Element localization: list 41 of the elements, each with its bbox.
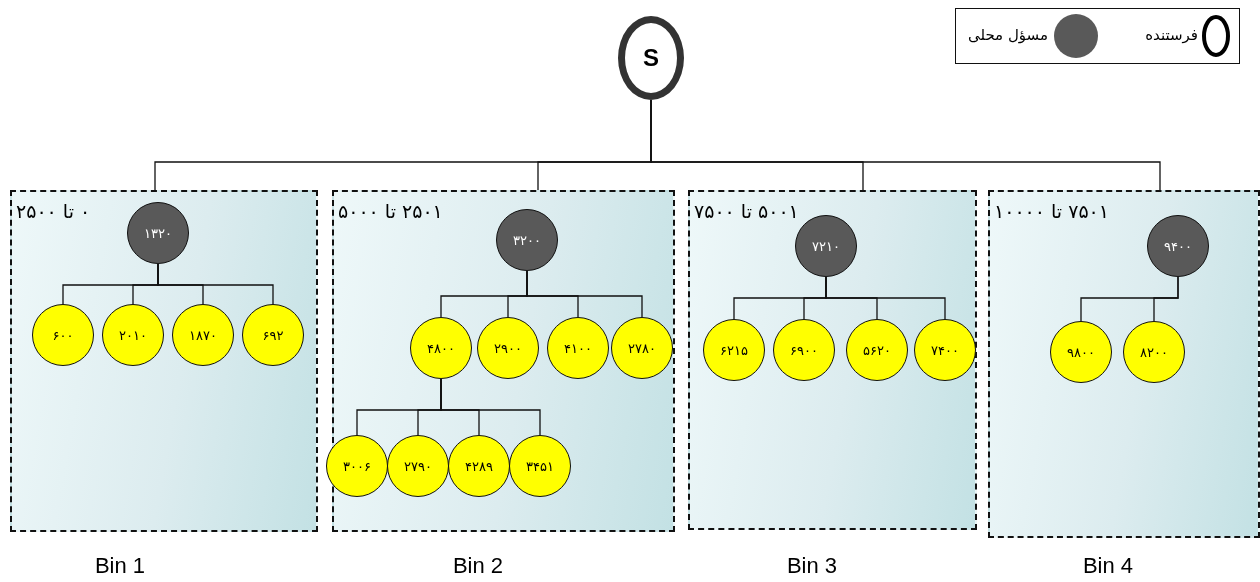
member-circle: ۶۰۰ <box>32 304 94 366</box>
legend-text: فرستنده <box>1145 26 1198 44</box>
local-head-circle: ۱۳۲۰ <box>127 202 189 264</box>
member-circle: ۳۰۰۶ <box>326 435 388 497</box>
bin-box <box>988 190 1260 538</box>
bin-label: Bin 3 <box>786 553 838 579</box>
range-heading: ۷۵۰۱ تا ۱۰۰۰۰ <box>994 200 1109 222</box>
local-head-circle: ۳۲۰۰ <box>496 209 558 271</box>
member-circle: ۵۶۲۰ <box>846 319 908 381</box>
member-circle: ۶۹۰۰ <box>773 319 835 381</box>
range-heading: ۲۵۰۱ تا ۵۰۰۰ <box>338 200 443 222</box>
bin-label: Bin 2 <box>452 553 504 579</box>
connector-line <box>157 263 274 305</box>
member-circle: ۱۸۷۰ <box>172 304 234 366</box>
member-circle: ۴۱۰۰ <box>547 317 609 379</box>
member-circle: ۴۸۰۰ <box>410 317 472 379</box>
connector-line <box>825 276 946 320</box>
range-heading: ۰ تا ۲۵۰۰ <box>16 200 91 222</box>
local-head-circle: ۷۲۱۰ <box>795 215 857 277</box>
bin-label: Bin 1 <box>94 553 146 579</box>
member-circle: ۷۴۰۰ <box>914 319 976 381</box>
member-circle: ۹۸۰۰ <box>1050 321 1112 383</box>
connector-line <box>1153 276 1179 322</box>
member-circle: ۶۹۲ <box>242 304 304 366</box>
member-circle: ۴۲۸۹ <box>448 435 510 497</box>
member-circle: ۲۷۸۰ <box>611 317 673 379</box>
member-circle: ۲۹۰۰ <box>477 317 539 379</box>
member-circle: ۳۴۵۱ <box>509 435 571 497</box>
connector-line <box>440 378 541 436</box>
member-circle: ۲۰۱۰ <box>102 304 164 366</box>
bin-label: Bin 4 <box>1082 553 1134 579</box>
connector-line <box>650 99 1161 191</box>
member-circle: ۸۲۰۰ <box>1123 321 1185 383</box>
local-head-circle: ۹۴۰۰ <box>1147 215 1209 277</box>
legend-text: مسؤل محلی <box>967 26 1048 44</box>
member-circle: ۶۲۱۵ <box>703 319 765 381</box>
member-circle: ۲۷۹۰ <box>387 435 449 497</box>
connector-line <box>526 270 643 318</box>
source-ellipse: S <box>618 16 684 100</box>
bin-box <box>10 190 318 532</box>
bin-box <box>688 190 977 530</box>
